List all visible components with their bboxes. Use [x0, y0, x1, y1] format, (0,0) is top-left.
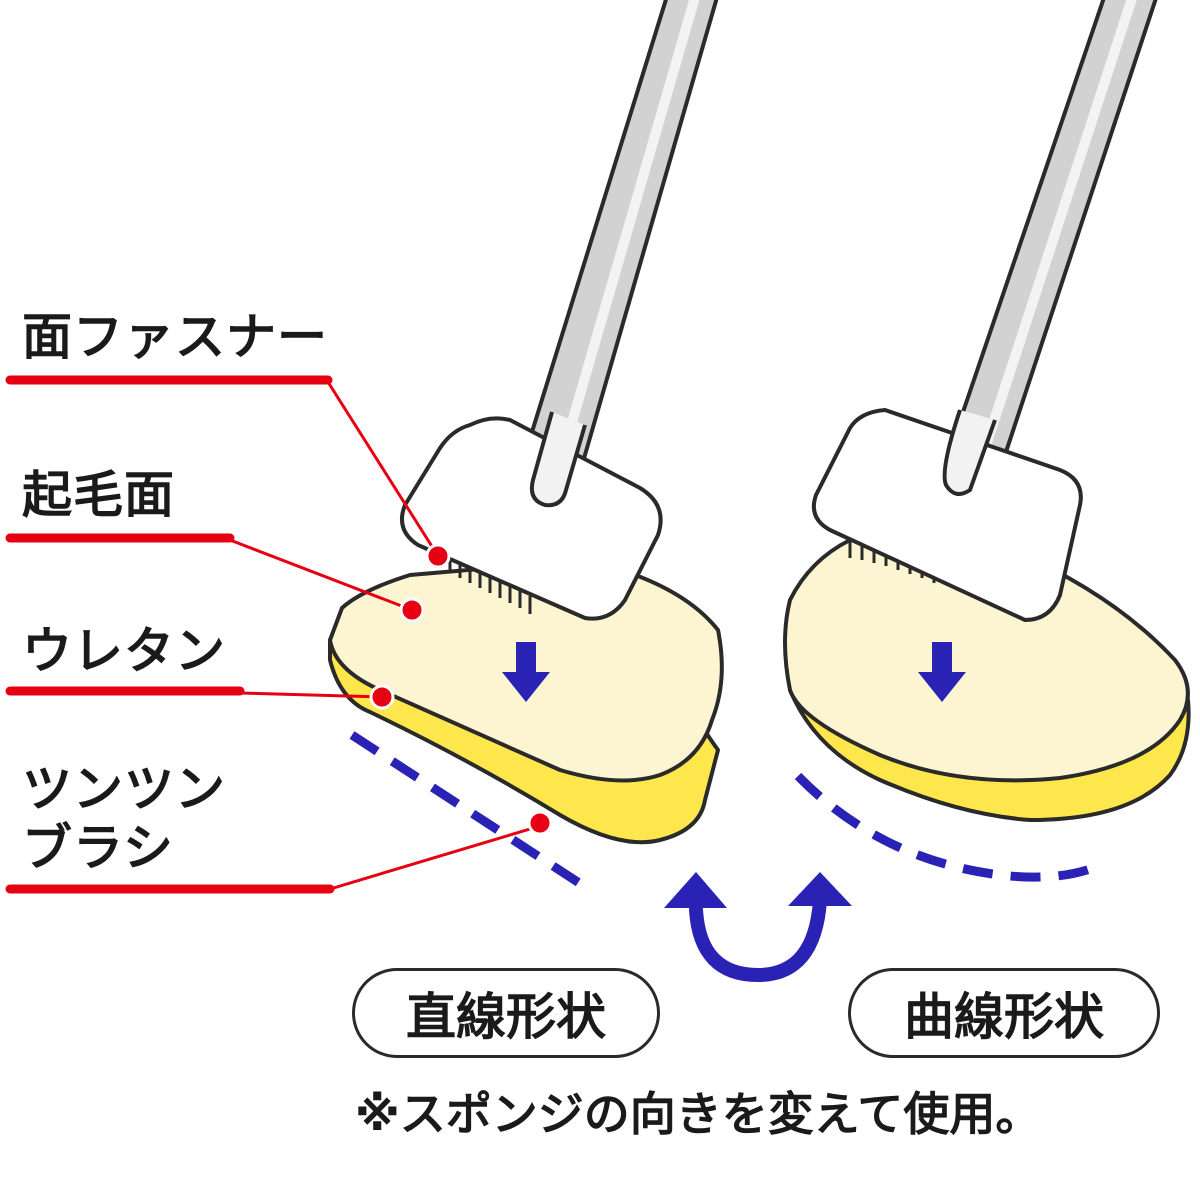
swap-orientation-arrows	[689, 893, 827, 983]
left-brush	[328, 0, 724, 894]
left-down-arrow	[502, 642, 550, 702]
usage-note: ※スポンジの向きを変えて使用。	[355, 1087, 1042, 1141]
left-head-plate	[400, 416, 663, 621]
mode-curved-badge: 曲線形状	[848, 968, 1160, 1058]
right-curved-dashes	[794, 772, 1100, 882]
mode-straight-badge: 直線形状	[352, 968, 660, 1058]
label-raised-surface: 起毛面	[22, 466, 175, 524]
label-tsuntsun-line1: ツンツン	[22, 760, 226, 818]
leader-dots	[369, 543, 553, 836]
right-down-arrow	[918, 642, 966, 702]
label-tsuntsun-brush: ツンツン ブラシ	[22, 760, 226, 878]
label-velcro: 面ファスナー	[22, 308, 328, 366]
label-tsuntsun-line2: ブラシ	[22, 819, 174, 877]
right-brush	[783, 0, 1191, 882]
left-arrowhead	[664, 872, 727, 908]
leader-lines	[5, 375, 541, 894]
label-urethane: ウレタン	[22, 622, 226, 680]
right-arrowhead	[788, 872, 852, 906]
right-head-plate	[811, 408, 1083, 622]
